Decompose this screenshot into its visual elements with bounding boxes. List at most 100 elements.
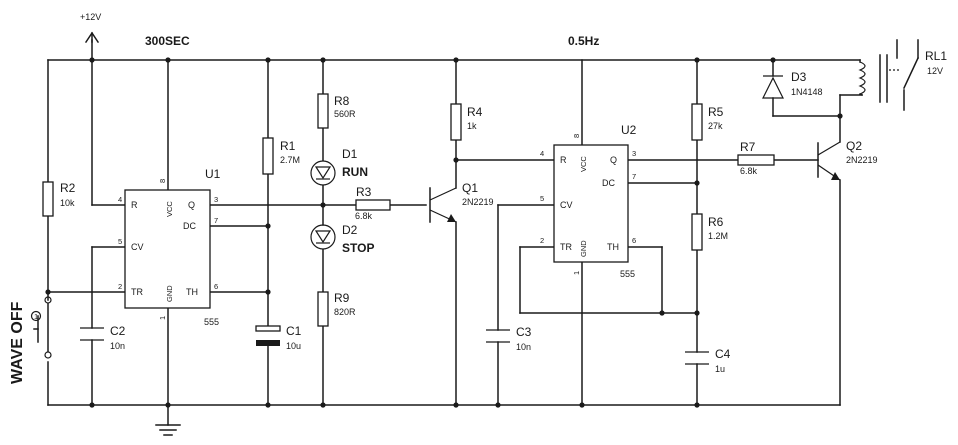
led-d1: D1 RUN (310, 147, 368, 186)
capacitor-c1-value: 10u (286, 341, 301, 351)
resistor-r3-value: 6.8k (355, 211, 373, 221)
resistor-r5-ref: R5 (708, 105, 724, 119)
timer1-period-label: 300SEC (145, 34, 190, 48)
ic-u1-num-vcc: 8 (158, 179, 167, 183)
capacitor-c4-value: 1u (715, 364, 725, 374)
diode-d3-ref: D3 (791, 70, 807, 84)
junction (165, 402, 171, 408)
ic-u1-num-gnd: 1 (158, 316, 167, 320)
junction (770, 57, 776, 63)
ic-u2-num-q: 3 (632, 149, 636, 158)
resistor-r2: R2 10k (42, 181, 76, 217)
junction (89, 402, 95, 408)
transistor-q2-ref: Q2 (846, 139, 862, 153)
resistor-r8: R8 560R (317, 93, 356, 129)
ic-u2-num-tr: 2 (540, 236, 544, 245)
capacitor-c4-ref: C4 (715, 347, 731, 361)
led-d2-label: STOP (342, 241, 374, 255)
supply-arrow: +12V (80, 12, 101, 44)
resistor-r3-ref: R3 (356, 185, 372, 199)
capacitor-c1: C1 10u (255, 324, 302, 351)
resistor-r5: R5 27k (691, 103, 724, 141)
ic-u2-pin-tr: TR (560, 242, 572, 252)
junction (837, 113, 843, 119)
ic-u2-num-cv: 5 (540, 194, 544, 203)
supply-label: +12V (80, 12, 101, 22)
resistor-r9: R9 820R (317, 291, 356, 327)
ic-u1-ref: U1 (205, 167, 221, 181)
resistor-r2-value: 10k (60, 198, 75, 208)
resistor-r6-ref: R6 (708, 215, 724, 229)
transistor-q1-value: 2N2219 (462, 197, 494, 207)
junction (45, 289, 51, 295)
resistor-r1: R1 2.7M (262, 137, 300, 175)
ic-u1-num-th: 6 (214, 282, 218, 291)
resistor-r7-value: 6.8k (740, 166, 758, 176)
ic-u1-num-dc: 7 (214, 216, 218, 225)
resistor-r2-ref: R2 (60, 181, 76, 195)
junction (453, 402, 459, 408)
ic-u1-pin-r: R (131, 200, 138, 210)
diode-d3: D3 1N4148 (762, 70, 823, 99)
ic-u1-num-q: 3 (214, 195, 218, 204)
relay-rl1-ref: RL1 (925, 49, 947, 63)
capacitor-c1-ref: C1 (286, 324, 302, 338)
ic-u1-num-cv: 5 (118, 237, 122, 246)
ic-u2-pin-cv: CV (560, 200, 573, 210)
junction (165, 57, 171, 63)
resistor-r1-value: 2.7M (280, 155, 300, 165)
resistor-r4-ref: R4 (467, 105, 483, 119)
timer2-freq-label: 0.5Hz (568, 34, 599, 48)
ic-u1-num-r: 4 (118, 195, 122, 204)
relay-rl1-value: 12V (927, 66, 943, 76)
capacitor-c2: C2 10n (80, 324, 126, 351)
ic-u2-pin-gnd: GND (579, 240, 588, 257)
transistor-q2-value: 2N2219 (846, 155, 878, 165)
junction (265, 289, 271, 295)
resistor-r9-ref: R9 (334, 291, 350, 305)
ic-u2-type: 555 (620, 269, 635, 279)
relay-rl1: RL1 12V (858, 39, 947, 111)
capacitor-c4: C4 1u (685, 347, 731, 374)
resistor-r3: R3 6.8k (355, 185, 391, 221)
resistor-r4: R4 1k (450, 103, 483, 141)
ic-u1-num-tr: 2 (118, 282, 122, 291)
capacitor-c2-value: 10n (110, 341, 125, 351)
junction (694, 180, 700, 186)
pushbutton-switch: 1 (30, 296, 52, 359)
resistor-r7-ref: R7 (740, 140, 756, 154)
ic-u1-pin-dc: DC (183, 221, 196, 231)
capacitor-c3-ref: C3 (516, 325, 532, 339)
junctions (45, 57, 843, 408)
resistor-r4-value: 1k (467, 121, 477, 131)
resistor-r6: R6 1.2M (691, 213, 728, 251)
ic-u1-pin-vcc: VCC (165, 201, 174, 217)
junction (89, 57, 95, 63)
capacitor-c2-ref: C2 (110, 324, 126, 338)
ic-u1-pin-th: TH (186, 287, 198, 297)
ic-u2-ref: U2 (621, 123, 637, 137)
ic-u2-num-gnd: 1 (572, 271, 581, 275)
capacitor-c3: C3 10n (486, 325, 532, 352)
led-d1-label: RUN (342, 165, 368, 179)
ic-u2-pin-r: R (560, 155, 567, 165)
junction (265, 402, 271, 408)
resistor-r8-ref: R8 (334, 94, 350, 108)
junction (694, 310, 700, 316)
ic-u2-num-vcc: 8 (572, 134, 581, 138)
junction (659, 310, 665, 316)
ic-u1: U1 555 R Q DC CV TR TH VCC GND 4 3 7 5 2… (118, 167, 221, 327)
junction (694, 57, 700, 63)
junction (453, 57, 459, 63)
ic-u2: U2 555 R Q DC CV TR TH VCC GND 4 3 7 5 2… (540, 123, 637, 279)
resistor-r9-value: 820R (334, 307, 356, 317)
ic-u2-pin-th: TH (607, 242, 619, 252)
led-d2: D2 STOP (310, 223, 374, 255)
led-d2-ref: D2 (342, 223, 358, 237)
ic-u2-num-r: 4 (540, 149, 544, 158)
ic-u1-pin-tr: TR (131, 287, 143, 297)
transistor-q1-ref: Q1 (462, 181, 478, 195)
resistor-r6-value: 1.2M (708, 231, 728, 241)
resistor-r7: R7 6.8k (737, 140, 775, 176)
